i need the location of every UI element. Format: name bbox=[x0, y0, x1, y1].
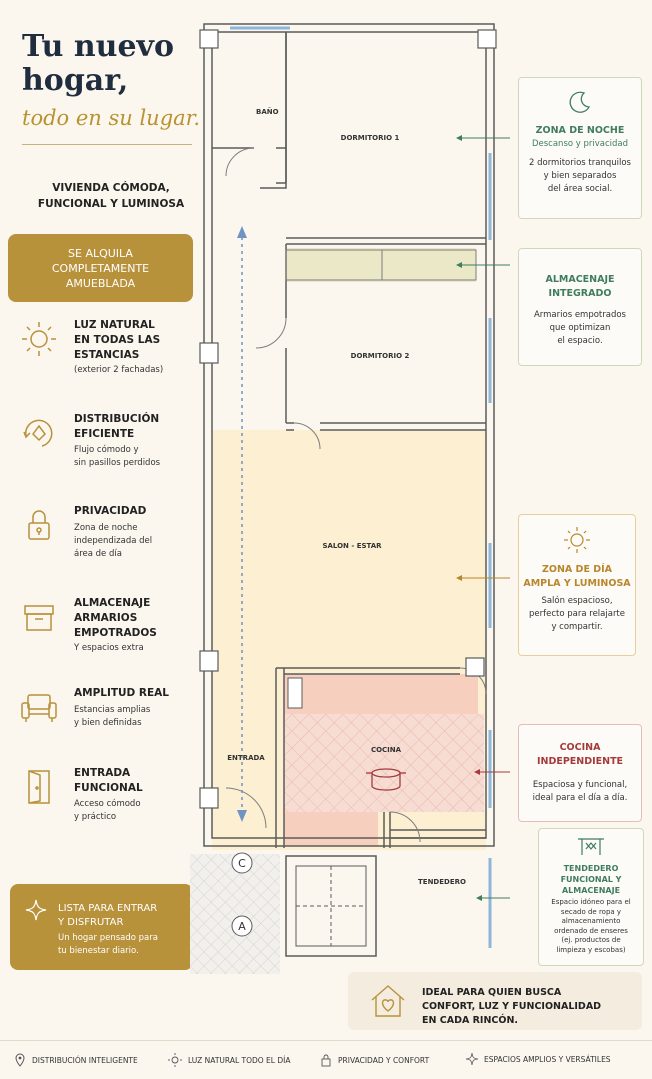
card-zona-noche: ZONA DE NOCHE Descanso y privacidad 2 do… bbox=[518, 77, 642, 219]
feature-desc: Acceso cómodo y práctico bbox=[74, 799, 141, 822]
landing-floor bbox=[190, 854, 280, 974]
feature-storage: ALMACENAJE ARMARIOS EMPOTRADOS Y espacio… bbox=[18, 596, 203, 656]
divider bbox=[22, 144, 192, 145]
room-cocina: COCINA bbox=[371, 746, 402, 754]
card-almacenaje: ALMACENAJE INTEGRADO Armarios empotrados… bbox=[518, 248, 642, 366]
rental-banner-text: SE ALQUILA COMPLETAMENTE AMUEBLADA bbox=[51, 246, 150, 290]
tagline: VIVIENDA CÓMODA, FUNCIONAL Y LUMINOSA bbox=[37, 182, 185, 210]
kitchen-counter-bottom bbox=[284, 812, 378, 846]
kitchen-counter-top bbox=[284, 674, 478, 714]
lock-icon bbox=[28, 510, 50, 540]
card-desc: 2 dormitorios tranquilos y bien separado… bbox=[529, 158, 631, 194]
card-zona-dia: ZONA DE DÍA AMPLA Y LUMINOSA Salón espac… bbox=[518, 514, 636, 656]
footer-item: ESPACIOS AMPLIOS Y VERSÁTILES bbox=[466, 1053, 611, 1065]
feature-title: ENTRADA FUNCIONAL bbox=[74, 767, 143, 794]
card-title: TENDEDERO FUNCIONAL Y ALMACENAJE bbox=[560, 864, 622, 895]
feature-desc: Zona de noche independizada del área de … bbox=[74, 523, 153, 559]
floor-plan: C A BAÑO DORMITORIO 1 DORMITORIO 2 SALON… bbox=[190, 23, 510, 974]
sun-icon bbox=[168, 1053, 182, 1067]
ideal-box: IDEAL PARA QUIEN BUSCA CONFORT, LUZ Y FU… bbox=[348, 972, 642, 1030]
ready-desc: Un hogar pensado para tu bienestar diari… bbox=[58, 933, 158, 956]
feature-desc: Flujo cómodo y sin pasillos perdidos bbox=[74, 445, 161, 468]
card-title: ALMACENAJE INTEGRADO bbox=[545, 274, 615, 299]
card-title: COCINA INDEPENDIENTE bbox=[536, 742, 624, 767]
navigation-icon bbox=[23, 419, 53, 447]
lock-icon bbox=[321, 1054, 331, 1067]
feature-space: AMPLITUD REAL Estancias amplias y bien d… bbox=[18, 686, 203, 736]
card-tendedero: TENDEDERO FUNCIONAL Y ALMACENAJE Espacio… bbox=[538, 828, 644, 966]
footer: DISTRIBUCIÓN INTELIGENTE LUZ NATURAL TOD… bbox=[0, 1040, 652, 1079]
room-salon: SALON - ESTAR bbox=[322, 542, 382, 550]
sparkle-icon bbox=[466, 1053, 478, 1065]
feature-title: PRIVACIDAD bbox=[74, 505, 147, 517]
feature-natural-light: LUZ NATURAL EN TODAS LAS ESTANCIAS (exte… bbox=[18, 318, 203, 388]
feature-entrance: ENTRADA FUNCIONAL Acceso cómodo y prácti… bbox=[18, 766, 203, 826]
footer-item: PRIVACIDAD Y CONFORT bbox=[320, 1053, 429, 1067]
feature-title: AMPLITUD REAL bbox=[74, 687, 170, 699]
card-desc: Salón espacioso, perfecto para relajarte… bbox=[529, 596, 625, 632]
feature-title: LUZ NATURAL EN TODAS LAS ESTANCIAS bbox=[74, 319, 161, 361]
room-dormitorio-1: DORMITORIO 1 bbox=[341, 134, 400, 142]
hanger-icon bbox=[578, 838, 604, 855]
wardrobe-fill bbox=[286, 248, 476, 282]
sun-icon bbox=[22, 322, 56, 356]
marker-a bbox=[231, 915, 253, 937]
feature-desc: (exterior 2 fachadas) bbox=[74, 365, 164, 375]
card-desc: Espacio idóneo para el secado de ropa y … bbox=[551, 898, 631, 954]
marker-c bbox=[231, 852, 253, 874]
card-desc: Armarios empotrados que optimizan el esp… bbox=[533, 310, 626, 346]
home-heart-icon bbox=[371, 985, 405, 1017]
room-tendedero: TENDEDERO bbox=[418, 878, 466, 886]
marker-a-label: A bbox=[238, 920, 246, 933]
page-subtitle: todo en su lugar. bbox=[22, 106, 201, 130]
card-title: ZONA DE NOCHE bbox=[535, 125, 625, 136]
feature-desc: Y espacios extra bbox=[74, 643, 144, 653]
feature-privacy: PRIVACIDAD Zona de noche independizada d… bbox=[18, 504, 203, 564]
ready-box: LISTA PARA ENTRAR Y DISFRUTAR Un hogar p… bbox=[10, 884, 193, 970]
rental-banner: SE ALQUILA COMPLETAMENTE AMUEBLADA bbox=[8, 234, 193, 302]
card-subtitle: Descanso y privacidad bbox=[531, 139, 629, 149]
footer-item: LUZ NATURAL TODO EL DÍA bbox=[168, 1053, 290, 1067]
footer-item-label: PRIVACIDAD Y CONFORT bbox=[338, 1055, 430, 1065]
ready-title: LISTA PARA ENTRAR Y DISFRUTAR bbox=[58, 903, 158, 928]
footer-item-label: DISTRIBUCIÓN INTELIGENTE bbox=[32, 1055, 138, 1065]
moon-icon bbox=[569, 91, 591, 113]
feature-title: ALMACENAJE ARMARIOS EMPOTRADOS bbox=[74, 597, 157, 639]
footer-item: DISTRIBUCIÓN INTELIGENTE bbox=[14, 1053, 138, 1067]
footer-item-label: ESPACIOS AMPLIOS Y VERSÁTILES bbox=[484, 1054, 611, 1064]
room-entrada: ENTRADA bbox=[227, 754, 265, 762]
marker-c-label: C bbox=[238, 857, 246, 870]
sun-icon bbox=[564, 527, 590, 553]
door-icon bbox=[28, 770, 50, 804]
storage-box-icon bbox=[24, 605, 54, 631]
feature-distribution: DISTRIBUCIÓN EFICIENTE Flujo cómodo y si… bbox=[18, 412, 203, 472]
card-title: ZONA DE DÍA AMPLA Y LUMINOSA bbox=[523, 564, 631, 589]
room-bano: BAÑO bbox=[256, 107, 279, 116]
ideal-text: IDEAL PARA QUIEN BUSCA CONFORT, LUZ Y FU… bbox=[422, 987, 602, 1026]
feature-title: DISTRIBUCIÓN EFICIENTE bbox=[74, 413, 160, 440]
sparkle-icon bbox=[25, 899, 47, 921]
footer-item-label: LUZ NATURAL TODO EL DÍA bbox=[188, 1055, 291, 1065]
kitchen-floor bbox=[284, 714, 484, 812]
location-pin-icon bbox=[15, 1053, 25, 1067]
sofa-icon bbox=[21, 694, 57, 722]
card-desc: Espaciosa y funcional, ideal para el día… bbox=[532, 780, 628, 803]
card-cocina: COCINA INDEPENDIENTE Espaciosa y funcion… bbox=[518, 724, 642, 822]
room-dormitorio-2: DORMITORIO 2 bbox=[351, 352, 410, 360]
feature-desc: Estancias amplias y bien definidas bbox=[74, 705, 151, 728]
pot-icon bbox=[366, 768, 406, 791]
